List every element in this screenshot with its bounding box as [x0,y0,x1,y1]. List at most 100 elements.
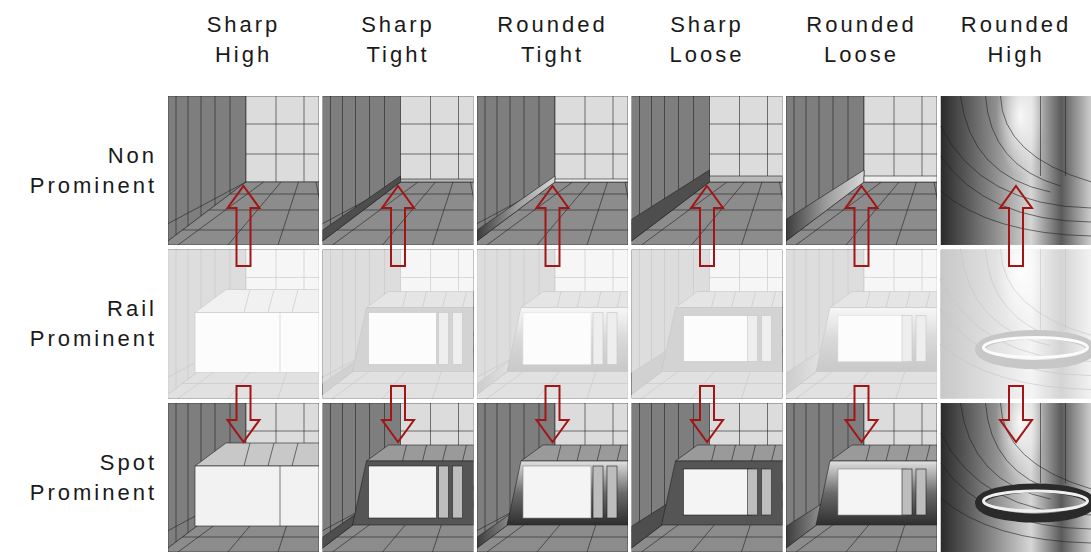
wall-grid-line [246,124,319,125]
wall-grid-line [864,431,937,432]
wall-grid-line [355,96,356,216]
bench-line [292,443,298,466]
wall-grid-line [188,403,189,533]
floor-grid-line [278,182,299,245]
floor-grid-line [337,537,473,538]
bench-segment [607,466,617,518]
bench-ring [984,491,1088,511]
wall-grid-line [401,154,474,155]
wall-grid-line [833,96,834,205]
bench-line [886,445,890,461]
curved-grid-line [1001,403,1091,489]
render-tile [941,363,1091,552]
hollow-arrow [228,186,260,266]
curved-grid-line [1040,403,1041,483]
curved-grid-line [941,463,1091,529]
fade-overlay [323,250,474,399]
fade-overlay [168,250,319,399]
floor-grid-line [539,194,628,195]
wall-grid-line [401,431,474,432]
bench-ring [980,488,1091,518]
wall-grid-line [710,154,783,155]
floor-grid-line [646,537,782,538]
wall-grid-line [539,96,540,194]
hollow-arrow [691,386,723,442]
hollow-arrow [228,386,260,442]
curved-room [941,250,1091,399]
wall-grid-line [510,403,511,523]
column-header: Rounded Tight [497,10,607,70]
wall-grid-line [497,403,498,533]
wall-grid-line [585,96,586,182]
hollow-arrow [537,186,569,266]
wall-grid-line [276,96,277,182]
wall-grid-line [369,96,370,205]
arrow-layer [228,186,1033,442]
cove-strip [710,176,783,182]
wall-grid-line [894,96,895,182]
bench-segment [439,466,449,518]
bench-line [597,445,601,461]
bench-front [369,466,437,518]
bench-line [712,445,716,461]
column-header: Sharp Loose [670,10,745,70]
hollow-arrow [537,386,569,442]
wall-grid-line [342,96,343,226]
bench-bevel [816,461,937,525]
hollow-arrow [846,386,878,442]
bench-segment [902,469,912,515]
wall-grid-line [215,96,216,205]
wall-grid-line [246,431,319,432]
wall-grid-line [330,403,331,542]
cove-strip [864,176,937,182]
bench-top [830,445,937,461]
bench-segment [748,469,758,515]
bench-line [772,445,776,461]
column-header: Rounded Loose [806,10,916,70]
wall-grid-line [485,403,486,542]
hollow-arrow [382,386,414,442]
bench-line [577,445,581,461]
floor-grid-line [694,194,783,195]
curved-grid-line [941,156,1091,222]
wall-grid-line [230,96,231,194]
back-wall [555,96,628,182]
bench-front [195,466,319,526]
wall-grid-line [458,96,459,182]
fade-overlay [941,250,1091,399]
curved-grid-line [961,96,1051,192]
bench-line [617,445,621,461]
column-header: Rounded High [961,10,1071,70]
bench-line [280,466,281,526]
cove-strip [401,179,474,182]
bench-top [521,445,628,461]
wall-grid-line [430,96,431,182]
wall-grid-line [304,96,305,182]
bench-bevel [353,461,474,525]
row-header: Spot Prominent [30,448,157,508]
wall-grid-line [739,96,740,182]
bench-front [684,469,752,515]
bench-line [752,445,756,461]
curved-grid-line [1065,403,1066,483]
curved-grid-line [1001,96,1091,182]
floor-grid-line [587,182,608,245]
bench-line [443,445,447,461]
bench-line [906,445,910,461]
hollow-arrow [691,186,723,266]
wall-grid-line [710,124,783,125]
render-tile [941,56,1091,245]
fade-overlay [632,250,783,399]
floor-grid-line [896,182,917,245]
back-wall [246,96,319,182]
tile-grid [128,56,1091,552]
bench-line [732,445,736,461]
floor-grid-line [433,182,454,245]
bench-line [463,445,467,461]
fade-overlay [786,250,937,399]
wall-grid-line [710,431,783,432]
bench-top [676,445,783,461]
bench-top [367,445,474,461]
wall-grid-line [342,403,343,533]
wall-grid-line [555,431,628,432]
